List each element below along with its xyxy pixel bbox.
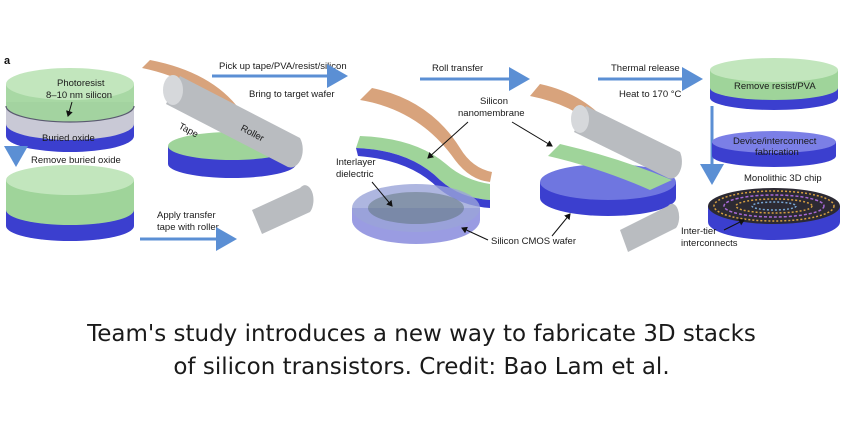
label-buried-oxide: Buried oxide xyxy=(42,133,95,144)
label-inter-tier-2: interconnects xyxy=(681,238,738,249)
wafer-device-fab xyxy=(712,131,836,167)
label-device-fab-2: fabrication xyxy=(755,147,799,158)
caption: Team's study introduces a new way to fab… xyxy=(0,318,843,384)
label-monolithic: Monolithic 3D chip xyxy=(744,173,822,184)
monolithic-3d-chip xyxy=(708,188,840,240)
label-interlayer-1: Interlayer xyxy=(336,157,376,168)
label-remove-buried-oxide: Remove buried oxide xyxy=(31,155,121,166)
label-pick-up: Pick up tape/PVA/resist/silicon xyxy=(219,61,347,72)
label-cmos-wafer: Silicon CMOS wafer xyxy=(491,236,576,247)
process-diagram: a Photoresist 8–10 nm silicon Buried oxi… xyxy=(4,55,840,252)
label-silicon-nanomembrane-1: Silicon xyxy=(480,96,508,107)
wafer-resist-removal xyxy=(710,58,838,110)
caption-line-1: Team's study introduces a new way to fab… xyxy=(87,321,756,347)
tape-roller-stage xyxy=(142,60,314,234)
label-bring-to-target: Bring to target wafer xyxy=(249,89,335,100)
label-interlayer-2: dielectric xyxy=(336,169,374,180)
label-remove-resist: Remove resist/PVA xyxy=(734,81,816,92)
target-cmos-wafer xyxy=(352,184,480,244)
wafer-after-oxide-removal xyxy=(6,165,134,241)
roll-transfer-stage xyxy=(530,84,682,252)
label-silicon-nanomembrane-2: nanomembrane xyxy=(458,108,525,119)
label-inter-tier-1: Inter-tier xyxy=(681,226,716,237)
label-silicon-thickness: 8–10 nm silicon xyxy=(46,90,112,101)
label-device-fab-1: Device/interconnect xyxy=(733,136,817,147)
label-roll-transfer: Roll transfer xyxy=(432,63,483,74)
label-apply-tape-2: tape with roller xyxy=(157,222,219,233)
label-apply-tape-1: Apply transfer xyxy=(157,210,216,221)
caption-line-2: of silicon transistors. Credit: Bao Lam … xyxy=(173,354,670,380)
label-heat: Heat to 170 °C xyxy=(619,89,682,100)
label-thermal-release: Thermal release xyxy=(611,63,680,74)
soi-wafer xyxy=(5,68,135,152)
panel-letter: a xyxy=(4,55,11,67)
label-photoresist: Photoresist xyxy=(57,78,105,89)
